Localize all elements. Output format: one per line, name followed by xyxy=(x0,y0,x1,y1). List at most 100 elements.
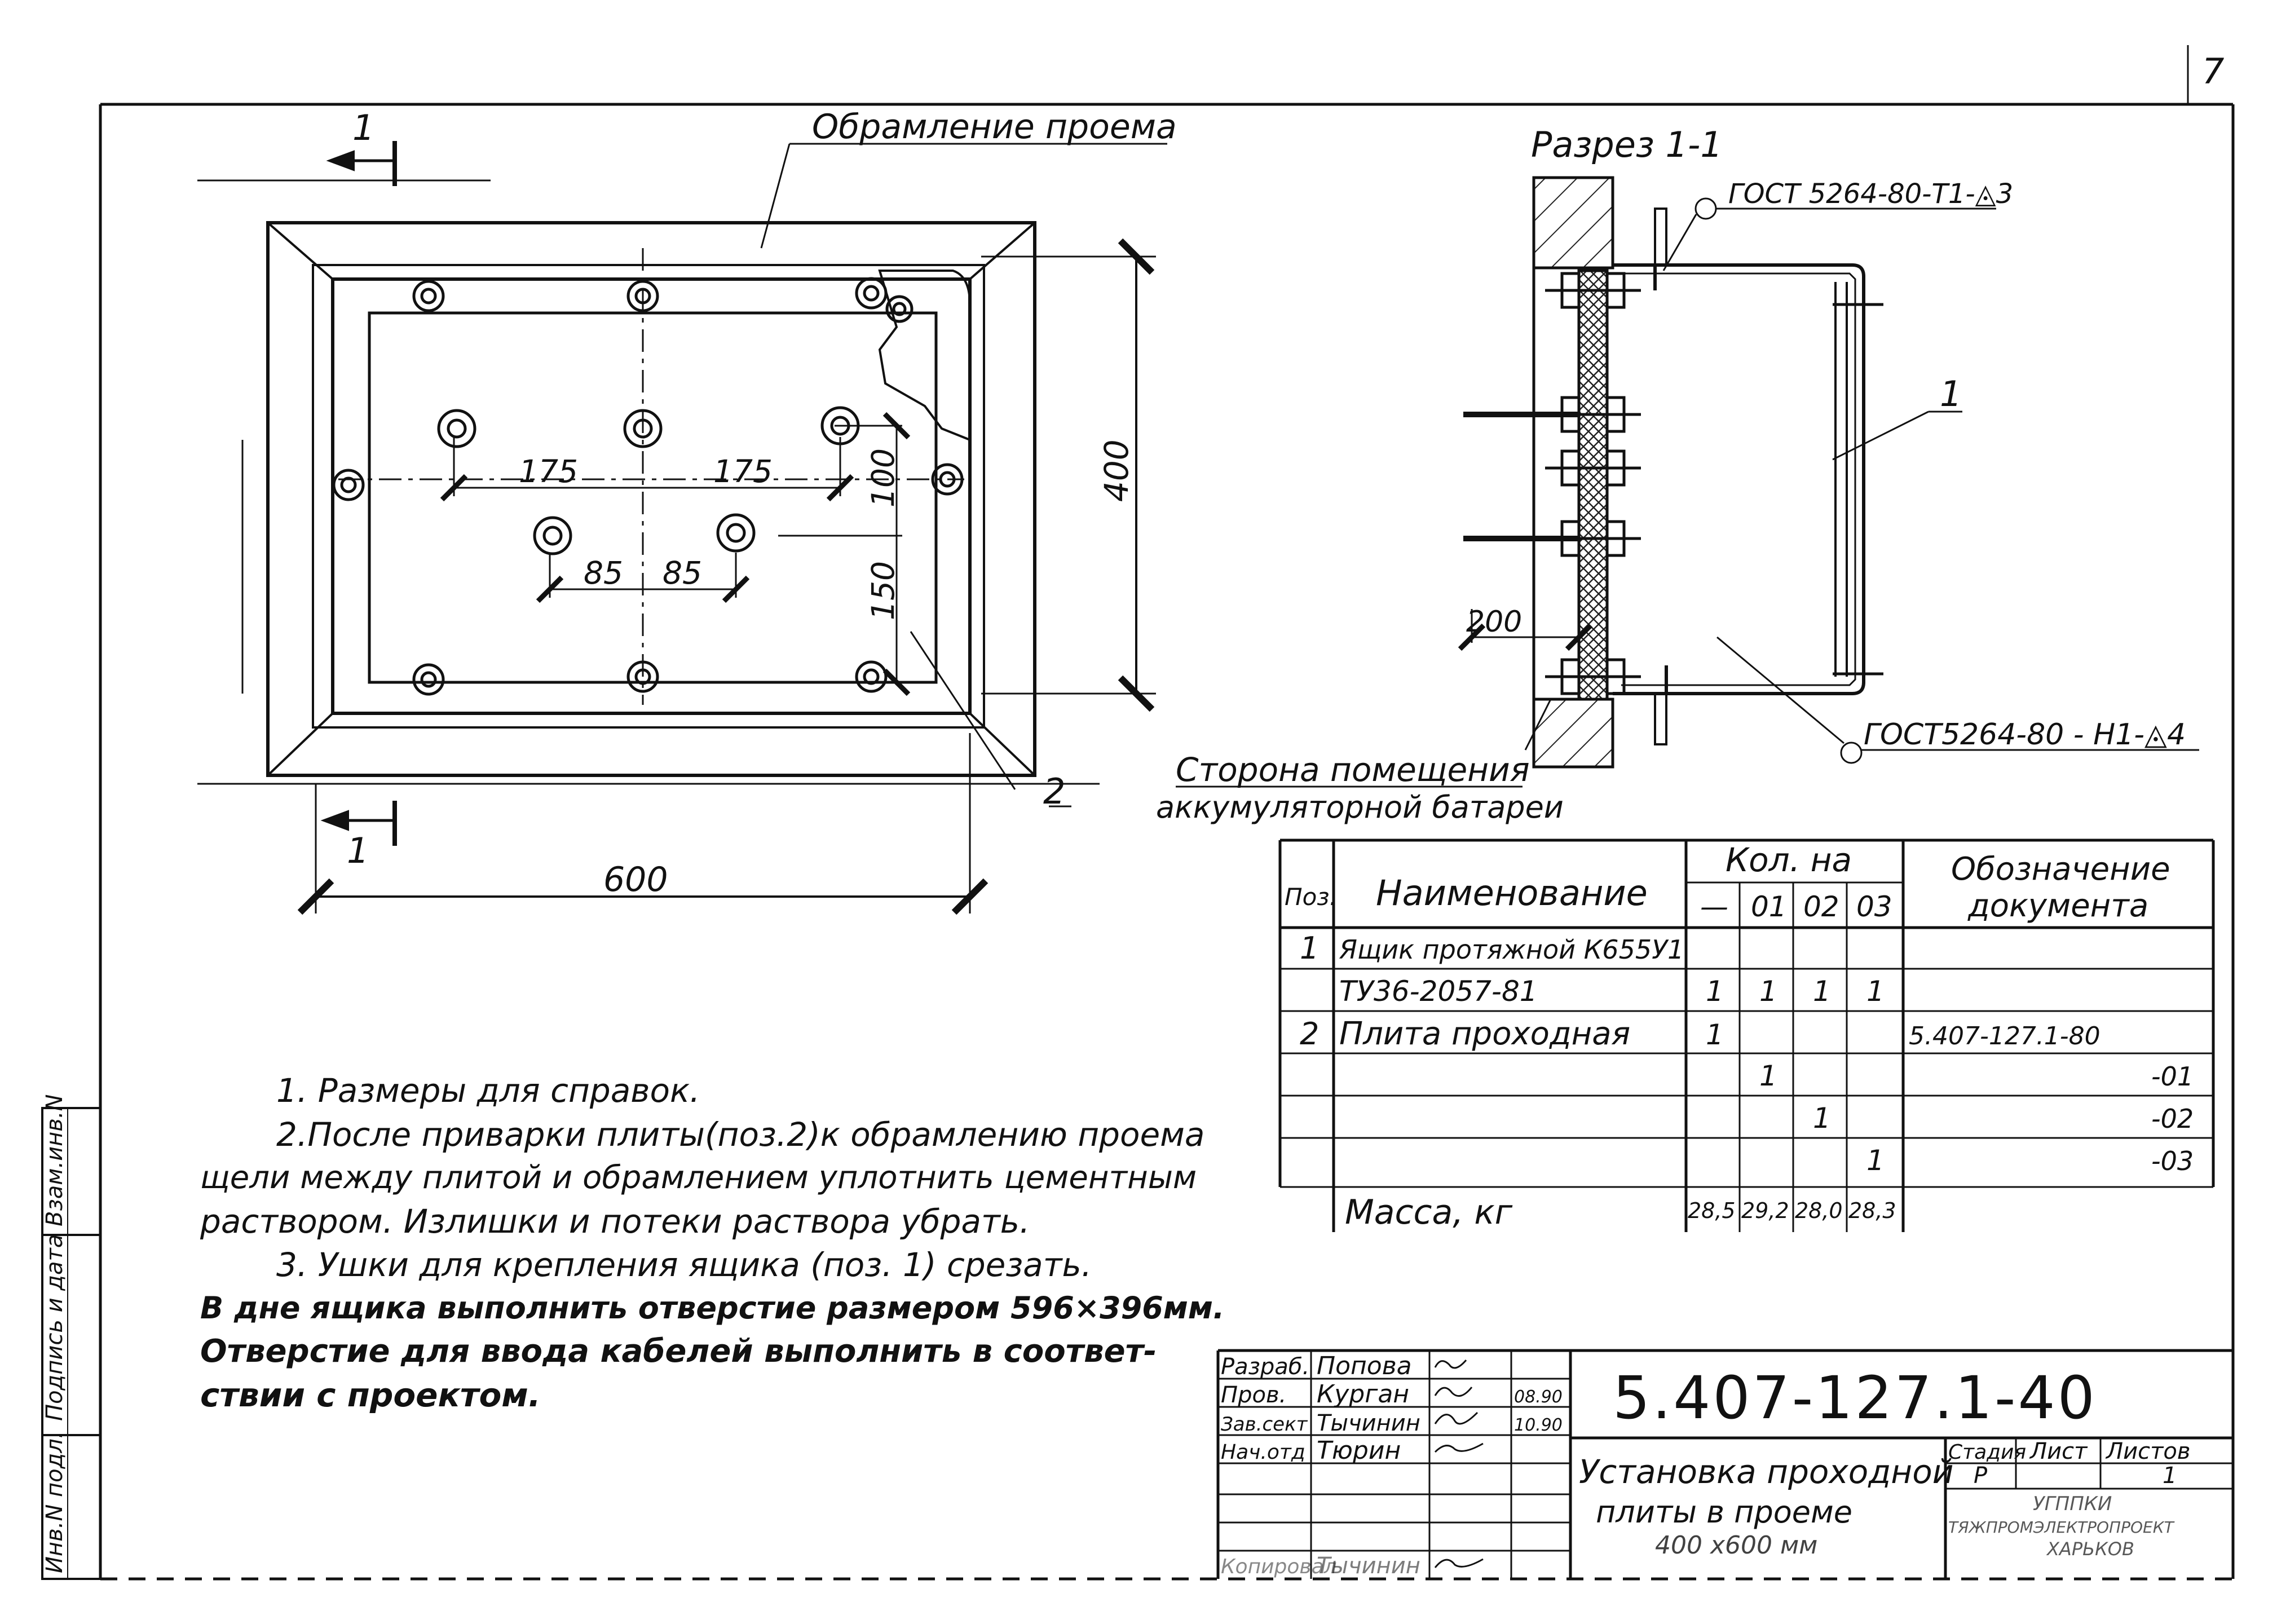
tb-copied-name: Тычинин xyxy=(1317,1553,1420,1579)
weld-bottom-label: ГОСТ5264-80 - Н1-◬4 xyxy=(1864,718,2186,752)
room-side-line1: Сторона помещения xyxy=(1176,751,1530,789)
row-1-name: ТУ36-2057-81 xyxy=(1339,975,1538,1008)
tb-sheet-header: Лист xyxy=(2029,1438,2088,1464)
row-2-name: Плита проходная xyxy=(1339,1016,1630,1052)
bolt-icon xyxy=(716,513,756,553)
tb-org-1: УГППКИ xyxy=(2033,1493,2112,1515)
header-qty-col-0: — xyxy=(1700,890,1728,923)
row-6-q0: 28,5 xyxy=(1688,1198,1736,1223)
dim-175-left: 175 xyxy=(519,453,578,489)
header-qty-col-3: 03 xyxy=(1856,890,1892,923)
row-6-q2: 28,0 xyxy=(1795,1198,1843,1223)
row-2-pos: 2 xyxy=(1300,1016,1319,1052)
row-2-doc: 5.407-127.1-80 xyxy=(1909,1022,2101,1051)
bolt-icon xyxy=(931,463,964,496)
row-3-doc: -01 xyxy=(2151,1061,2194,1092)
bolt-icon xyxy=(626,660,659,693)
tb-role-1: Пров. xyxy=(1221,1382,1286,1408)
bolt-icon xyxy=(626,280,659,312)
row-1-q2: 1 xyxy=(1813,975,1831,1008)
tb-name-2: Тычинин xyxy=(1317,1410,1420,1436)
tb-desc-1: Установка проходной xyxy=(1579,1453,1953,1491)
bolt-icon xyxy=(412,280,445,312)
row-6-q1: 29,2 xyxy=(1741,1198,1789,1223)
bolt-icon xyxy=(855,277,888,310)
row-1-q0: 1 xyxy=(1706,975,1724,1008)
row-5-doc: -03 xyxy=(2151,1146,2194,1176)
dim-85-left: 85 xyxy=(584,555,623,591)
room-side-line2: аккумуляторной батареи xyxy=(1156,789,1564,825)
bolt-icon xyxy=(885,295,914,323)
note-1: 1. Размеры для справок. xyxy=(276,1071,700,1110)
title-block-text: Разраб. Пров. Зав.сект Нач.отд Попова Ку… xyxy=(1221,1352,2190,1579)
pos-1-label: 1 xyxy=(1940,373,1962,414)
tb-date-1: 08.90 xyxy=(1514,1387,1563,1407)
note-2c: раствором. Излишки и потеки раствора убр… xyxy=(200,1202,1030,1241)
header-qty-col-2: 02 xyxy=(1803,890,1839,923)
tb-stage-header: Стадия xyxy=(1948,1441,2026,1464)
tb-name-1: Курган xyxy=(1317,1380,1409,1409)
plan-view xyxy=(197,143,1167,915)
stamp-inv: Инв.N подл. xyxy=(42,1431,68,1573)
row-6-name: Масса, кг xyxy=(1345,1193,1513,1232)
row-0-name: Ящик протяжной К655У1 xyxy=(1339,934,1684,965)
dim-200: 200 xyxy=(1466,605,1522,639)
dim-600: 600 xyxy=(603,860,668,899)
row-1-q3: 1 xyxy=(1866,975,1885,1008)
tb-code: 5.407-127.1-40 xyxy=(1613,1363,2097,1432)
header-qty: Кол. на xyxy=(1726,841,1852,879)
bolt-icon xyxy=(412,663,445,696)
tb-desc-3: 400 x600 мм xyxy=(1655,1531,1817,1560)
section-title: Разрез 1-1 xyxy=(1531,124,1723,165)
stamp-sign: Подпись и дата xyxy=(42,1234,68,1421)
section-mark-top xyxy=(326,141,397,186)
tb-sheets-header: Листов xyxy=(2105,1438,2190,1464)
bolt-icon xyxy=(820,406,860,445)
tb-role-2: Зав.сект xyxy=(1221,1413,1308,1436)
header-pos: Поз. xyxy=(1285,883,1337,911)
bolt-icon xyxy=(855,660,888,693)
note-2a: 2.После приварки плиты(поз.2)к обрамлени… xyxy=(276,1115,1205,1154)
bolt-icon xyxy=(437,409,476,448)
dim-400: 400 xyxy=(1097,439,1136,502)
section-mark-bottom-label: 1 xyxy=(347,830,369,871)
header-qty-col-1: 01 xyxy=(1751,890,1787,923)
row-2-q0: 1 xyxy=(1706,1018,1724,1051)
header-doc-line1: Обозначение xyxy=(1951,851,2170,888)
header-name: Наименование xyxy=(1376,872,1648,914)
plan-bolts xyxy=(332,277,964,696)
callout-frame-label: Обрамление проема xyxy=(812,107,1177,147)
tb-stage-value: Р xyxy=(1974,1463,1988,1489)
title-block xyxy=(1216,1349,2233,1579)
row-5-q3: 1 xyxy=(1866,1144,1885,1177)
note-3c: Отверстие для ввода кабелей выполнить в … xyxy=(200,1333,1157,1370)
tb-role-3: Нач.отд xyxy=(1221,1441,1305,1464)
row-1-q1: 1 xyxy=(1759,975,1777,1008)
section-mark-top-label: 1 xyxy=(352,107,374,148)
tb-org-2: ТЯЖПРОМЭЛЕКТРОПРОЕКТ xyxy=(1948,1518,2175,1537)
dim-85-right: 85 xyxy=(663,555,702,591)
dim-100: 100 xyxy=(865,448,901,508)
row-4-doc: -02 xyxy=(2151,1104,2194,1134)
tb-desc-2: плиты в проеме xyxy=(1596,1494,1852,1530)
tb-name-3: Тюрин xyxy=(1317,1436,1401,1465)
tb-sheets-value: 1 xyxy=(2163,1463,2177,1489)
tb-name-0: Попова xyxy=(1317,1352,1412,1380)
spec-table-text: Поз. Наименование Кол. на — 01 02 03 Обо… xyxy=(1285,841,2194,1232)
note-3b: В дне ящика выполнить отверстие размером… xyxy=(200,1290,1225,1326)
dim-150: 150 xyxy=(865,561,901,620)
row-4-q2: 1 xyxy=(1813,1102,1831,1135)
stamp-replace: Взам.инв.N xyxy=(42,1095,68,1226)
bolt-icon xyxy=(623,409,663,448)
pos-2-label: 2 xyxy=(1043,771,1065,812)
note-2b: щели между плитой и обрамлением уплотнит… xyxy=(200,1159,1197,1196)
side-stamp xyxy=(41,1107,102,1580)
spec-table xyxy=(1278,839,2215,1232)
header-doc-line2: документа xyxy=(1967,888,2148,924)
bolt-icon xyxy=(533,516,572,555)
row-3-q1: 1 xyxy=(1759,1060,1777,1092)
sheet-number: 7 xyxy=(2202,51,2224,92)
weld-top-label: ГОСТ 5264-80-Т1-◬3 xyxy=(1728,178,2013,210)
tb-date-2: 10.90 xyxy=(1514,1415,1563,1435)
